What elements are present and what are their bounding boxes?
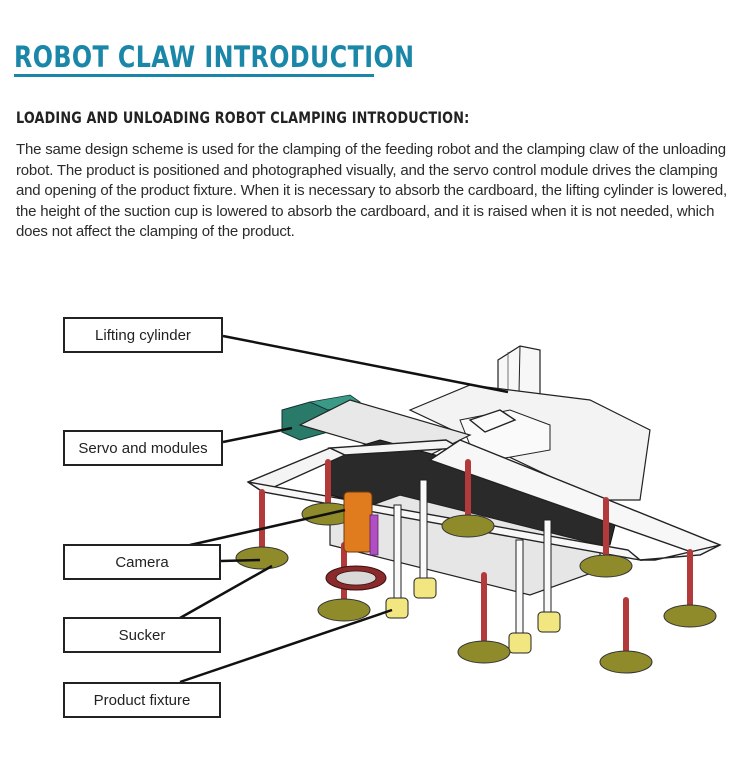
callout-camera: Camera: [63, 544, 221, 580]
title-underline: [14, 74, 374, 77]
sucker-rods: [259, 459, 693, 653]
section-subtitle: LOADING AND UNLOADING ROBOT CLAMPING INT…: [16, 108, 470, 127]
callout-lifting-cylinder: Lifting cylinder: [63, 317, 223, 353]
callout-sucker: Sucker: [63, 617, 221, 653]
description-paragraph: The same design scheme is used for the c…: [16, 141, 727, 240]
callout-product-fixture: Product fixture: [63, 682, 221, 718]
callout-servo-modules: Servo and modules: [63, 430, 223, 466]
page-title: ROBOT CLAW INTRODUCTION: [14, 40, 415, 74]
product-fixture-pads: [385, 577, 561, 654]
camera-part: [325, 491, 387, 591]
servo-motor-part: [281, 394, 361, 441]
suction-cups: [235, 502, 717, 674]
